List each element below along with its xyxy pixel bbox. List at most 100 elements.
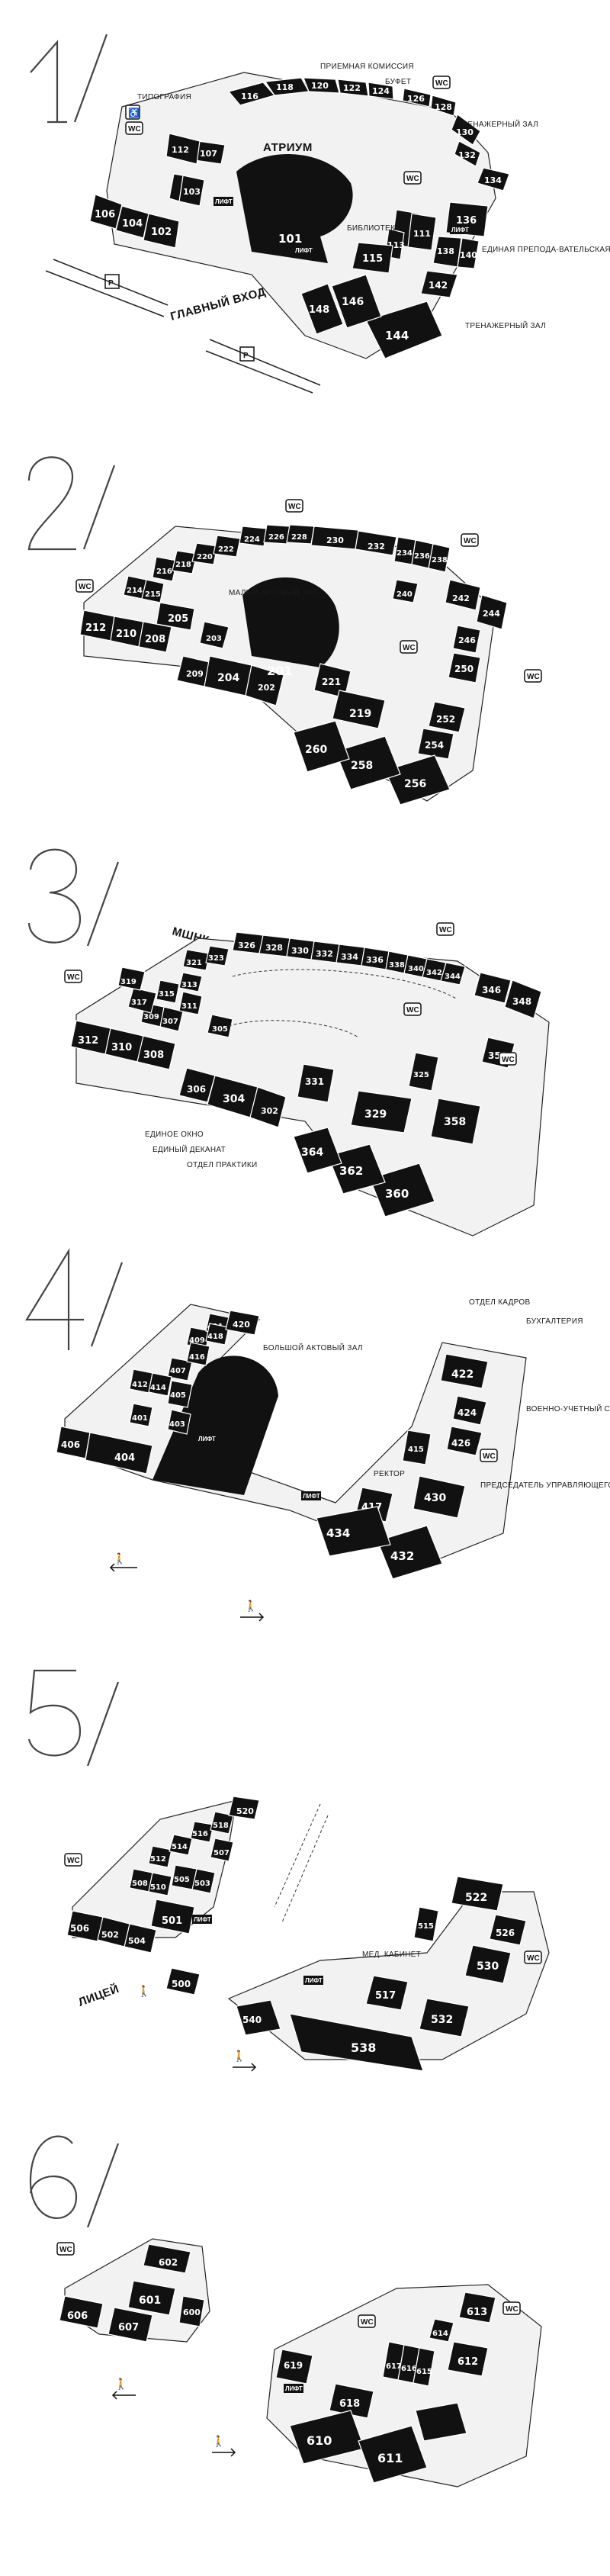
room-601[interactable] [127,2280,176,2316]
room-146[interactable] [331,274,382,329]
room-412[interactable] [129,1368,153,1394]
room-242[interactable] [445,579,481,611]
room-325[interactable] [408,1052,439,1092]
room-619[interactable] [275,2349,313,2385]
room-400[interactable] [152,1356,278,1495]
room-126[interactable] [402,88,432,108]
room-252[interactable] [428,701,466,733]
room-415[interactable] [402,1430,432,1465]
room-516[interactable] [190,1821,214,1843]
room-532[interactable] [419,1998,470,2037]
room-315[interactable] [156,979,180,1004]
room-148[interactable] [300,283,344,335]
room-614[interactable] [429,2318,454,2343]
room-530[interactable] [464,1944,512,1984]
room-321[interactable] [182,949,210,971]
room-226[interactable] [263,524,291,545]
room-364[interactable] [293,1127,342,1174]
room-205[interactable] [156,602,195,631]
room-331[interactable] [297,1063,335,1103]
room-420[interactable] [225,1310,260,1336]
room-404[interactable] [85,1432,153,1475]
room-358[interactable] [430,1098,481,1145]
room-222[interactable] [213,535,241,558]
room-522[interactable] [451,1876,504,1912]
room-424[interactable] [452,1395,487,1426]
room-124[interactable] [368,82,394,100]
room-323[interactable] [205,945,230,966]
room-520[interactable] [228,1796,260,1820]
room-220[interactable] [191,542,218,565]
room-346[interactable] [474,972,512,1004]
room-348[interactable] [504,979,542,1019]
room-416[interactable] [186,1342,210,1366]
room-254[interactable] [417,728,454,760]
room-518[interactable] [210,1811,234,1835]
room-362[interactable] [327,1143,386,1195]
room-430[interactable] [413,1475,466,1519]
room-500[interactable] [165,1967,201,1996]
room-507[interactable] [210,1838,234,1862]
room-317[interactable] [127,987,157,1014]
room-115[interactable] [352,242,393,274]
room-434[interactable] [316,1506,391,1557]
room-203[interactable] [199,621,230,649]
room-111[interactable] [407,213,437,251]
room-405[interactable] [167,1380,193,1408]
room-302[interactable] [249,1086,287,1128]
room-306[interactable] [178,1067,216,1103]
room-501[interactable] [150,1899,195,1934]
room-120[interactable] [303,77,340,94]
room-514[interactable] [169,1834,193,1856]
room-329[interactable] [350,1090,413,1134]
room-517[interactable] [365,1975,409,2011]
room-319[interactable] [117,966,146,991]
room-130[interactable] [451,114,481,146]
room-414[interactable] [148,1372,172,1397]
room-311[interactable] [178,991,203,1015]
room-407[interactable] [167,1357,193,1381]
room-618[interactable] [329,2383,374,2419]
room-360[interactable] [369,1163,435,1217]
room-602[interactable] [143,2243,191,2274]
room-106[interactable] [89,194,123,230]
room-134[interactable] [477,167,510,191]
room-132[interactable] [454,140,481,167]
room-246[interactable] [452,625,481,654]
room-260[interactable] [293,720,350,773]
room-401[interactable] [129,1403,153,1427]
room-219[interactable] [332,690,386,729]
room-308[interactable] [136,1035,176,1070]
room-258[interactable] [335,735,401,790]
room-606[interactable] [59,2295,104,2329]
room-515[interactable] [413,1906,439,1942]
room-506[interactable] [66,1910,104,1942]
room-510[interactable] [148,1872,172,1896]
room-313[interactable] [178,972,203,992]
room-607[interactable] [108,2307,153,2343]
room-611[interactable] [358,2425,428,2484]
room-218[interactable] [172,550,197,574]
room-256[interactable] [384,754,451,806]
room-240[interactable] [392,579,419,603]
room-422[interactable] [440,1353,489,1389]
room-540[interactable] [236,1999,281,2036]
room-403[interactable] [167,1409,191,1435]
room-238[interactable] [428,543,451,573]
room-344[interactable] [440,962,466,986]
room-244[interactable] [476,594,508,630]
room-505[interactable] [171,1864,197,1890]
room-418[interactable] [205,1323,230,1346]
room-615[interactable] [413,2347,435,2387]
room-232[interactable] [355,530,397,556]
room-613[interactable] [458,2291,496,2324]
room-216[interactable] [152,556,178,582]
room-101[interactable] [236,154,353,263]
room-600[interactable] [178,2295,205,2327]
room-224[interactable] [239,526,268,547]
room-426[interactable] [446,1426,483,1456]
room-140[interactable] [457,237,480,269]
room-215[interactable] [141,579,165,603]
room-128[interactable] [430,95,457,117]
room-512[interactable] [148,1845,172,1868]
